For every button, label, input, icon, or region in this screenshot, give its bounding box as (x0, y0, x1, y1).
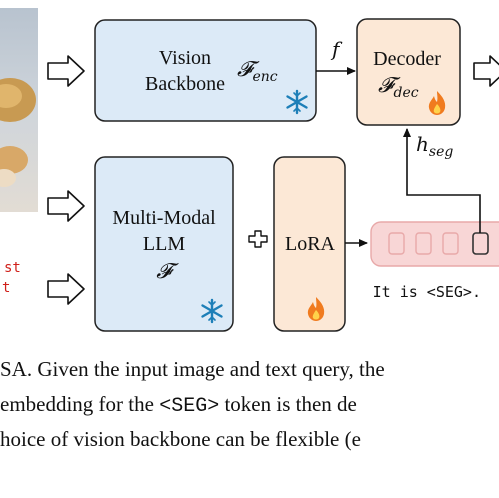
caption-line-2-start: embedding for the (0, 392, 160, 416)
caption-line-3: hoice of vision backbone can be flexible… (0, 427, 361, 451)
hseg-arrow (403, 128, 481, 233)
snowflake-icon (286, 89, 308, 115)
output-arrow-decoder (473, 55, 499, 87)
mllm-label-2: LLM (143, 233, 185, 255)
vision-backbone-label-1: Vision (159, 47, 211, 69)
snowflake-icon (201, 298, 223, 324)
vision-backbone-box: Vision Backbone 𝓕enc (94, 19, 317, 122)
hseg-label: hseg (416, 132, 453, 160)
input-text-fragment-1: st (4, 260, 21, 276)
input-arrow-image (47, 55, 85, 87)
lora-box: LoRA (273, 156, 346, 332)
caption-line-2-end: token is then de (219, 392, 357, 416)
seg-token-box (472, 232, 489, 255)
token-sequence (370, 221, 499, 267)
decoder-label: Decoder (373, 48, 441, 70)
token-box (388, 232, 405, 255)
input-arrow-text-llm (47, 273, 85, 305)
flame-icon (307, 297, 325, 321)
token-text: It is <SEG>. (373, 283, 481, 301)
mllm-box: Multi-Modal LLM 𝓕 (94, 156, 234, 332)
lora-label: LoRA (285, 233, 336, 255)
token-box (442, 232, 459, 255)
decoder-box: Decoder 𝓕dec (356, 18, 461, 126)
architecture-figure: st t Vision Backbone 𝓕enc Decoder 𝓕dec (0, 8, 499, 332)
caption-line-1: SA. Given the input image and text query… (0, 357, 385, 381)
mllm-label-1: Multi-Modal (112, 207, 216, 229)
token-box (415, 232, 432, 255)
caption-seg-token: <SEG> (159, 395, 220, 418)
plus-sign (248, 230, 268, 248)
caption-line-2: embedding for the <SEG> token is then de (0, 387, 499, 422)
input-text-fragment-2: t (2, 280, 10, 296)
vision-backbone-label-2: Backbone (145, 73, 225, 95)
figure-caption: SA. Given the input image and text query… (0, 352, 499, 457)
feature-label: f (330, 37, 343, 61)
input-arrow-image-llm (47, 190, 85, 222)
flame-icon (428, 91, 446, 115)
input-image (0, 8, 38, 308)
